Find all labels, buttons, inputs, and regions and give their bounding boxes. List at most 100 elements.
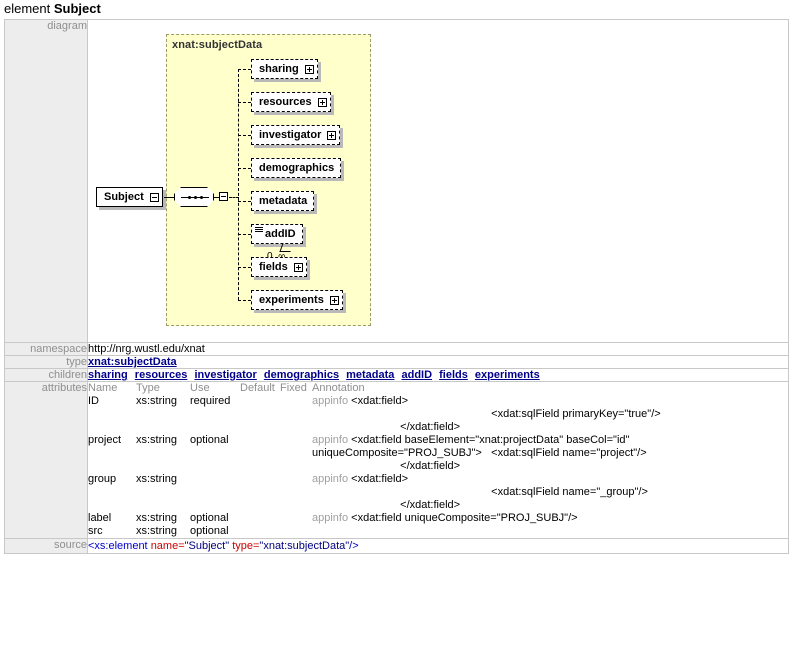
attribute-row: appinfo </xdat:field> <box>88 499 788 512</box>
attribute-name: label <box>88 512 112 524</box>
sequence-dot <box>194 196 197 199</box>
attribute-annotation-line: appinfo </xdat:field> <box>312 499 460 512</box>
attribute-annotation-line: appinfo <xdat:field uniqueComposite="PRO… <box>312 512 578 525</box>
annotation-code: <xdat:field> <box>351 473 409 485</box>
expand-toggle-resources[interactable] <box>317 97 327 107</box>
sequence-collapse-toggle[interactable] <box>219 192 228 201</box>
attribute-use: required <box>190 395 231 407</box>
attribute-type: xs:string <box>136 473 177 485</box>
annotation-code: <xdat:field> <box>351 395 409 407</box>
expand-toggle-investigator[interactable] <box>327 130 337 140</box>
annotation-code: <xdat:field uniqueComposite="PROJ_SUBJ"/… <box>351 512 578 524</box>
element-box-label: investigator <box>259 129 322 141</box>
child-link-demographics[interactable]: demographics <box>263 369 340 381</box>
element-box-fields[interactable]: fields <box>251 257 307 277</box>
branch-line <box>238 234 251 235</box>
row-label-type: type <box>4 355 88 369</box>
cardinality-label: 0..∞ <box>267 251 285 262</box>
sequence-dot <box>200 196 203 199</box>
expand-toggle-experiments[interactable] <box>329 295 339 305</box>
row-children: children sharing resources investigator … <box>4 368 789 382</box>
attribute-type: xs:string <box>136 434 177 446</box>
attribute-row: ID xs:string required appinfo <xdat:field> <box>88 395 788 408</box>
element-box-label: metadata <box>259 195 308 207</box>
type-link[interactable]: xnat:subjectData <box>88 356 177 368</box>
children-link-list: sharing resources investigator demograph… <box>88 369 544 381</box>
element-box-metadata[interactable]: metadata <box>251 191 315 211</box>
row-label-namespace: namespace <box>4 342 88 356</box>
trunk-line <box>238 69 239 300</box>
attribute-annotation-line: appinfo <xdat:sqlField name="project"/> <box>312 447 646 460</box>
attribute-row: appinfo </xdat:field> <box>88 421 788 434</box>
expand-toggle-fields[interactable] <box>293 262 303 272</box>
row-label-children: children <box>4 368 88 382</box>
attr-col-header-fixed: Fixed <box>280 382 307 394</box>
element-box-experiments[interactable]: experiments <box>251 290 343 310</box>
repeat-list-icon <box>255 227 263 233</box>
child-link-fields[interactable]: fields <box>439 369 468 381</box>
branch-line <box>238 102 251 103</box>
element-box-investigator[interactable]: investigator <box>251 125 341 145</box>
sequence-dot <box>188 196 191 199</box>
source-token-attr-5: type= <box>232 540 260 552</box>
sequence-connector[interactable] <box>174 187 214 207</box>
attribute-annotation-line: appinfo <xdat:sqlField primaryKey="true"… <box>312 408 661 421</box>
row-namespace: namespace http://nrg.wustl.edu/xnat <box>4 342 789 356</box>
annotation-code: </xdat:field> <box>400 499 461 511</box>
child-link-sharing[interactable]: sharing <box>88 369 128 381</box>
child-link-metadata[interactable]: metadata <box>346 369 395 381</box>
element-box-label: resources <box>259 96 312 108</box>
row-type: type xnat:subjectData <box>4 355 789 369</box>
row-value-children: sharing resources investigator demograph… <box>87 368 789 382</box>
row-label-source: source <box>4 538 88 554</box>
child-link-resources[interactable]: resources <box>134 369 188 381</box>
attribute-annotation-line: appinfo </xdat:field> <box>312 460 460 473</box>
page-title: element Subject <box>0 0 793 19</box>
attribute-name: ID <box>88 395 99 407</box>
attribute-use: optional <box>190 512 229 524</box>
element-box-addID[interactable]: addID <box>251 224 303 244</box>
attribute-type: xs:string <box>136 395 177 407</box>
source-code: <xs:element name="Subject" type="xnat:su… <box>88 539 788 553</box>
attribute-type: xs:string <box>136 512 177 524</box>
branch-line <box>238 168 251 169</box>
branch-line <box>238 201 251 202</box>
trunk-stub <box>229 197 239 198</box>
repeat-list-icon-bar <box>255 227 263 228</box>
element-box-root-label: Subject <box>104 191 144 203</box>
element-box-resources[interactable]: resources <box>251 92 331 112</box>
element-box-root[interactable]: Subject <box>96 187 163 207</box>
annotation-kind: appinfo <box>312 395 352 407</box>
attribute-annotation-line: appinfo <xdat:field baseElement="xnat:pr… <box>312 434 788 460</box>
branch-line <box>238 267 251 268</box>
attribute-type: xs:string <box>136 525 177 537</box>
child-link-investigator[interactable]: investigator <box>194 369 257 381</box>
element-box-sharing[interactable]: sharing <box>251 59 318 79</box>
element-box-demographics[interactable]: demographics <box>251 158 342 178</box>
row-source: source <xs:element name="Subject" type="… <box>4 538 789 554</box>
attribute-use: optional <box>190 525 229 537</box>
expand-toggle-sharing[interactable] <box>304 64 314 74</box>
child-link-addID[interactable]: addID <box>401 369 433 381</box>
row-value-source: <xs:element name="Subject" type="xnat:su… <box>87 538 789 554</box>
element-box-label: demographics <box>259 162 335 174</box>
attribute-annotation-line: appinfo <xdat:field> <box>312 473 408 486</box>
attribute-name: group <box>88 473 117 485</box>
connector-wire-seq <box>214 197 219 198</box>
page-title-name: Subject <box>53 1 101 16</box>
repeat-list-icon-bar <box>255 231 263 232</box>
child-link-experiments[interactable]: experiments <box>474 369 540 381</box>
attribute-row: group xs:string appinfo <xdat:field> <box>88 473 788 486</box>
attribute-row: label xs:string optional appinfo <xdat:fiel… <box>88 512 788 525</box>
source-token-tag-7: /> <box>349 540 359 552</box>
attr-col-header-use: Use <box>190 382 210 394</box>
connector-wire-root <box>164 197 174 198</box>
root-collapse-toggle[interactable] <box>149 192 159 202</box>
